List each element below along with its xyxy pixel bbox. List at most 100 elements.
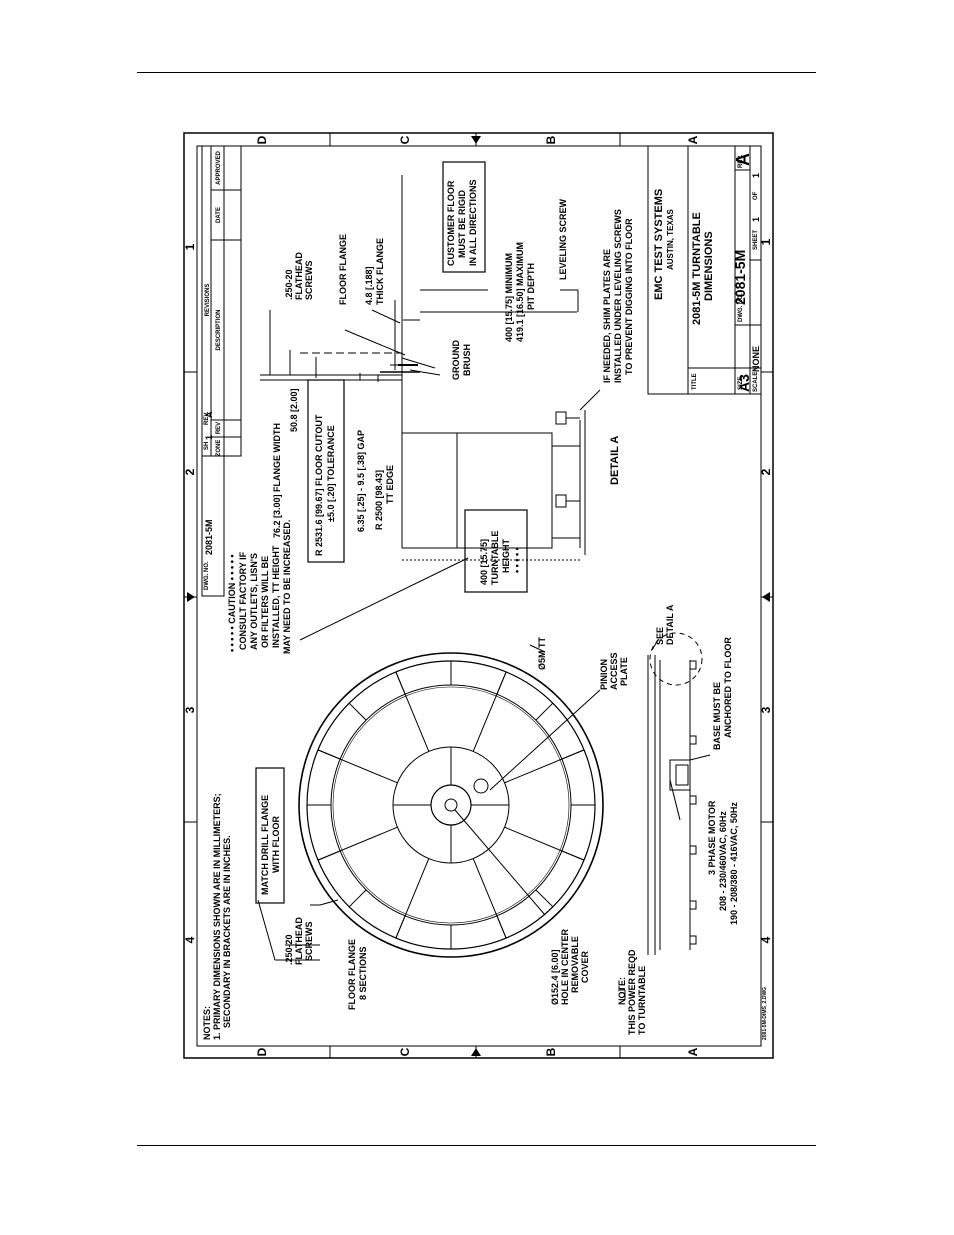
floor-flange-sections-line-2: 8 SECTIONS: [358, 946, 368, 1000]
flange-segment-divider: [395, 915, 406, 939]
caution-leader: [299, 557, 469, 641]
notes-line-2: SECONDARY IN BRACKETS ARE IN INCHES.: [222, 835, 232, 1028]
pinion-line-1: PINION: [599, 659, 609, 690]
hole-center-line-3: REMOVABLE: [570, 936, 580, 993]
detail-a-view: [260, 175, 601, 561]
zone-number-right-1: 1: [759, 238, 773, 245]
zone-letter-top-b: B: [544, 135, 558, 144]
side-view-leg: [689, 845, 697, 855]
dwg-no-label: DWG. NO.: [204, 561, 210, 590]
file-reference: 2081-5M-DIMS_2.DWG: [762, 987, 768, 1040]
notes-line-1: 1. PRIMARY DIMENSIONS SHOWN ARE IN MILLI…: [212, 793, 222, 1040]
caution-line-6: MAY NEED TO BE INCREASED.: [282, 520, 292, 654]
caution-line-5: INSTALLED, TT HEIGHT: [271, 545, 281, 648]
title-rev-label: REV.: [738, 154, 744, 168]
revisions-description-header: DESCRIPTION: [216, 309, 222, 350]
flathead-left-line-1: .250-20: [284, 934, 294, 965]
revisions-rev-header: REV: [216, 422, 222, 434]
company-name: EMC TEST SYSTEMS: [653, 189, 665, 300]
size-value: A3: [736, 374, 752, 392]
customer-floor-line-3: IN ALL DIRECTIONS: [468, 179, 478, 266]
shim-note-line-1: IF NEEDED, SHIM PLATES ARE: [602, 249, 612, 383]
side-view-leg: [689, 900, 697, 910]
caution-line-3: ANY OUTLETS, LISN'S: [249, 553, 259, 650]
zone-number-left-1: 1: [183, 243, 197, 250]
zone-number-right-4: 4: [759, 936, 773, 943]
flathead-left-line-3: SCREWS: [304, 921, 314, 961]
flange-segment-divider: [395, 671, 406, 695]
thick-flange-line-2: THICK FLANGE: [375, 238, 385, 305]
sheet-label: SH: [204, 442, 210, 450]
shim-note-line-3: TO PREVENT DIGGING INTO FLOOR: [624, 218, 634, 375]
revisions-zone-header: ZONE: [216, 440, 222, 457]
flange-segment-divider: [348, 889, 367, 908]
zone-number-left-2: 2: [183, 468, 197, 475]
revisions-date-header: DATE: [216, 207, 222, 223]
zone-letter-bottom-a: A: [686, 1047, 700, 1056]
turntable-height-line-2: TURNTABLE: [490, 531, 500, 585]
pinion-line-2: ACCESS: [609, 652, 619, 690]
motor-line-3: 190 - 208/380 - 416VAC, 50Hz: [729, 802, 739, 925]
hole-center-line-2: HOLE IN CENTER: [560, 928, 570, 1005]
flathead-right-line-3: SCREWS: [304, 260, 314, 300]
pit-depth-line-3: PIT DEPTH: [526, 263, 536, 310]
motor-line-1: 3 PHASE MOTOR: [707, 800, 717, 875]
title-of-label: OF: [753, 191, 759, 200]
scale-value: NONE: [751, 346, 761, 372]
pit-depth-line-1: 400 [15.75] MINIMUM: [504, 253, 514, 342]
center-arrow-top: [471, 136, 481, 144]
detail-a-label: DETAIL A: [609, 436, 621, 485]
flathead-left-line-2: FLATHEAD: [294, 917, 304, 965]
company-location: AUSTIN, TEXAS: [666, 208, 675, 270]
caution-line-4: OR FILTERS WILL BE: [260, 556, 270, 648]
power-note-line-3: TO TURNTABLE: [637, 966, 647, 1035]
title-of-value: 1: [751, 173, 761, 178]
flange-segment-divider: [317, 749, 341, 760]
leader-lines: [257, 639, 711, 1000]
flathead-right-line-2: FLATHEAD: [294, 252, 304, 300]
match-drill-line-1: MATCH DRILL FLANGE: [260, 795, 270, 895]
hole-center-line-4: COVER: [580, 950, 590, 983]
hole-center-line-1: Ø152.4 [6.00]: [550, 949, 560, 1005]
caution-line-2: CONSULT FACTORY IF: [238, 551, 248, 650]
customer-floor-box: [442, 161, 486, 273]
zone-letter-top-d: D: [255, 135, 269, 144]
thick-flange-line-1: 4.8 [.188]: [364, 266, 374, 305]
zone-letter-top-c: C: [398, 135, 412, 144]
match-drill-box: [255, 767, 285, 904]
flathead-right-line-1: .250-20: [284, 269, 294, 300]
center-arrow-right: [762, 592, 770, 602]
turntable-side-view: [647, 632, 703, 955]
outer-frame: [183, 132, 774, 1059]
flange-segment-divider: [496, 915, 507, 939]
caution-line-1: • • • • • CAUTION • • • • •: [227, 554, 237, 652]
side-view-leg: [689, 660, 697, 670]
match-drill-line-2: WITH FLOOR: [271, 816, 281, 873]
base-anchor-line-2: ANCHORED TO FLOOR: [723, 637, 733, 738]
leveling-screw-label: LEVELING SCREW: [558, 198, 568, 280]
pinion-line-3: PLATE: [619, 657, 629, 686]
floor-cutout-box: [307, 379, 345, 563]
flange-width-2-label: 50.8 [2.00]: [289, 388, 299, 432]
motor-line-2: 208 - 230/460VAC, 60Hz: [718, 811, 728, 911]
ground-brush-line-1: GROUND: [451, 340, 461, 380]
title-dwg-value: 2081-5M: [732, 250, 748, 305]
tt-edge-line-2: TT EDGE: [385, 465, 395, 504]
ground-brush-line-2: BRUSH: [462, 344, 472, 376]
dwg-no-value: 2081-5M: [204, 519, 214, 555]
center-arrow-bottom: [471, 1048, 481, 1056]
see-detail-line-2: DETAIL A: [665, 604, 675, 645]
title-sheet-label: SHEET: [753, 230, 759, 250]
title-label: TITLE: [692, 373, 698, 390]
floor-cutout-line-2: ±5.0 [.20] TOLERANCE: [326, 425, 336, 522]
turntable-top-view: [298, 652, 604, 958]
power-note-line-1: NOTE:: [617, 977, 627, 1005]
shim-note-line-2: INSTALLED UNDER LEVELING SCREWS: [613, 209, 623, 383]
header-rule: [137, 72, 816, 73]
revisions-block: [201, 145, 242, 597]
title-dwg-label: DWG. NO.: [738, 293, 744, 322]
floor-flange-label: FLOOR FLANGE: [338, 234, 348, 305]
turntable-height-line-3: HEIGHT: [501, 538, 511, 573]
see-detail-line-1: SEE: [655, 627, 665, 645]
